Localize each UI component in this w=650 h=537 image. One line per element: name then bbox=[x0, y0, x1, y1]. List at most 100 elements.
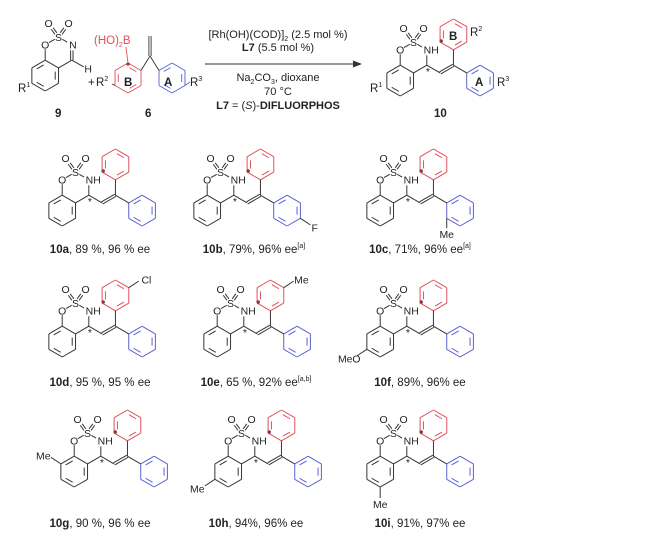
aromatic-inner-bond bbox=[116, 301, 125, 307]
ring-bond bbox=[128, 325, 143, 335]
ring-bond bbox=[386, 64, 401, 74]
ortho-marker-dot bbox=[419, 430, 423, 434]
bond bbox=[397, 173, 403, 178]
bond bbox=[433, 455, 447, 465]
bond bbox=[65, 173, 72, 179]
ring-bond bbox=[446, 217, 461, 227]
ring-bond bbox=[101, 279, 116, 289]
ring-bond bbox=[446, 194, 461, 204]
svg-text:[Rh(OH)(COD)]2 (2.5 mol %): [Rh(OH)(COD)]2 (2.5 mol %) bbox=[209, 29, 348, 43]
ring-oxygen-atom: O bbox=[376, 176, 384, 187]
bond bbox=[65, 304, 72, 310]
double-bond bbox=[224, 293, 230, 300]
aromatic-inner-bond bbox=[288, 347, 296, 353]
ring-bond bbox=[399, 64, 414, 74]
ring-bond bbox=[115, 171, 130, 181]
sulfonyl-oxygen-atom: O bbox=[93, 415, 101, 426]
sulfonyl-oxygen-atom: O bbox=[81, 285, 89, 296]
aromatic-inner-bond bbox=[198, 199, 206, 205]
ring-bond bbox=[433, 432, 448, 442]
ring-oxygen-atom: O bbox=[224, 437, 232, 448]
ring-bond bbox=[73, 478, 88, 488]
ring-bond bbox=[267, 409, 282, 419]
bond bbox=[254, 455, 269, 465]
c-b-bond bbox=[125, 46, 129, 64]
ortho-marker-dot bbox=[439, 39, 443, 43]
aromatic-inner-bond bbox=[219, 460, 227, 466]
bond bbox=[224, 173, 230, 178]
r2-bond bbox=[111, 83, 116, 86]
ring-a-label: A bbox=[164, 77, 172, 89]
ring-b-red bbox=[267, 409, 296, 442]
ortho-marker-dot bbox=[256, 300, 260, 304]
r3-label: R3 bbox=[190, 76, 202, 89]
aromatic-inner-bond bbox=[288, 330, 296, 336]
double-bond bbox=[268, 456, 283, 466]
bond bbox=[413, 64, 428, 74]
ring-bond bbox=[439, 18, 454, 28]
ring-bond bbox=[256, 302, 271, 312]
benzo-ring bbox=[48, 194, 77, 227]
ring-bond bbox=[419, 148, 434, 158]
r2-label: R2 bbox=[96, 76, 108, 89]
bond bbox=[220, 194, 235, 204]
ring-oxygen-atom: O bbox=[396, 46, 404, 57]
ring-bond bbox=[433, 279, 448, 289]
plus-sign: + bbox=[88, 77, 95, 89]
sulfur-atom: S bbox=[390, 299, 397, 310]
hydrogen-atom: H bbox=[84, 64, 92, 75]
ring-bond bbox=[270, 302, 285, 312]
r1-label: R1 bbox=[370, 82, 382, 95]
bond bbox=[245, 434, 251, 439]
ring-bond bbox=[479, 64, 494, 74]
ring-bond bbox=[44, 59, 59, 69]
bond bbox=[231, 434, 238, 440]
ring-bond bbox=[141, 348, 156, 358]
aromatic-inner-bond bbox=[434, 170, 443, 176]
double-bond bbox=[419, 193, 434, 203]
bond bbox=[220, 304, 227, 310]
ring-bond bbox=[433, 148, 448, 158]
ring-a-label: A bbox=[475, 77, 483, 89]
ring-bond bbox=[433, 302, 448, 312]
ring-bond bbox=[227, 455, 242, 465]
aromatic-inner-bond bbox=[271, 284, 280, 290]
ring-bond bbox=[366, 348, 381, 358]
ring-bond bbox=[453, 18, 468, 28]
ring-b-label: B bbox=[449, 31, 457, 43]
sulfur-atom: S bbox=[72, 299, 79, 310]
sulfonyl-oxygen-atom: O bbox=[61, 285, 69, 296]
bond bbox=[88, 325, 103, 335]
aromatic-inner-bond bbox=[454, 23, 463, 29]
double-bond bbox=[233, 424, 239, 431]
bond bbox=[100, 455, 115, 465]
bond bbox=[88, 194, 103, 204]
ring-bond bbox=[48, 348, 63, 358]
ring-bond bbox=[419, 409, 434, 419]
ring-bond bbox=[439, 41, 454, 51]
ring-bond bbox=[115, 279, 130, 289]
ring-bond bbox=[479, 87, 494, 97]
nh-group: NH bbox=[241, 307, 256, 318]
double-bond bbox=[69, 293, 75, 300]
ring-bond bbox=[61, 217, 76, 227]
ring-bond bbox=[286, 217, 301, 227]
reaction-conditions: [Rh(OH)(COD)]2 (2.5 mol %) L7 (5.5 mol %… bbox=[209, 29, 348, 112]
ring-bond bbox=[115, 148, 130, 158]
ring-bond bbox=[128, 217, 143, 227]
double-bond bbox=[440, 65, 455, 75]
double-bond bbox=[419, 324, 434, 334]
aromatic-inner-bond bbox=[471, 69, 479, 75]
double-bond bbox=[396, 294, 402, 301]
double-bond bbox=[67, 163, 73, 170]
aromatic-inner-bond bbox=[133, 347, 141, 353]
substituent-bond bbox=[283, 280, 294, 289]
ring-bond bbox=[115, 302, 130, 312]
ring-b-red bbox=[114, 62, 142, 94]
aromatic-inner-bond bbox=[451, 330, 459, 336]
r3-label: R3 bbox=[497, 76, 509, 89]
sulfonyl-oxygen-atom: O bbox=[227, 415, 235, 426]
sulfonyl-oxygen-atom: O bbox=[399, 154, 407, 165]
bond bbox=[241, 455, 256, 465]
sulfonyl-oxygen-atom: O bbox=[236, 285, 244, 296]
